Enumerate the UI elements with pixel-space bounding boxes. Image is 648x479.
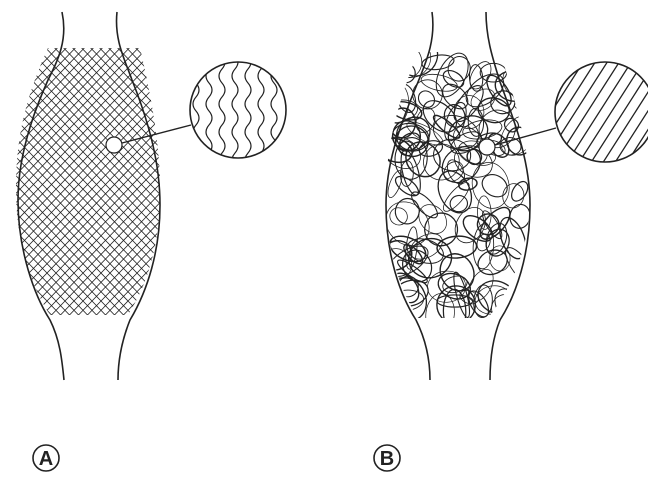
panel-b-label: B [374,445,400,471]
fiber-mesh-a [0,40,648,330]
mesh-fiber [0,40,182,330]
mesh-fiber [0,40,56,330]
sample-point-b [479,139,495,155]
panel-a-label: A [33,445,59,471]
tangled-fiber [501,182,526,210]
mesh-fiber [146,40,426,330]
tangled-fiber [393,196,422,226]
mesh-fiber [0,40,111,330]
panel-a: A [0,12,648,471]
tangled-fiber [503,41,533,70]
mesh-fiber [0,40,75,330]
tangled-fiber [509,279,532,304]
mesh-fiber [47,40,327,330]
tangled-fiber [512,93,531,111]
panel-a-label-text: A [39,448,53,470]
tangled-fiber [489,283,532,329]
mesh-fiber [254,40,534,330]
mesh-fiber [0,40,11,330]
mesh-fiber [0,40,57,330]
mesh-fiber [0,40,201,330]
tendon-b-left-outline [386,12,433,380]
mesh-fiber [0,40,2,330]
tangled-fiber [383,38,427,84]
mesh-fiber [0,40,74,330]
zoom-leader-a [122,125,191,143]
tangled-fiber [502,116,521,135]
mesh-fiber [155,40,435,330]
sample-point-a [106,137,122,153]
tangled-fiber [408,188,442,222]
tangled-fiber [377,296,414,332]
mesh-fiber [272,40,552,330]
tangled-fiber [508,179,531,204]
tangled-fiber [385,83,409,124]
mesh-fiber [0,40,20,330]
tangled-fiber [396,63,416,84]
panel-b-label-text: B [380,448,394,470]
mesh-fiber [0,40,200,330]
tangled-fiber [508,203,532,230]
tangled-fiber [413,199,452,239]
panel-b: B [374,12,648,471]
tangled-fiber [436,235,477,260]
tangled-fiber [499,136,522,156]
mesh-fiber [245,40,525,330]
mesh-fiber [56,40,336,330]
mesh-fiber [0,40,183,330]
tangled-fiber [510,55,532,98]
